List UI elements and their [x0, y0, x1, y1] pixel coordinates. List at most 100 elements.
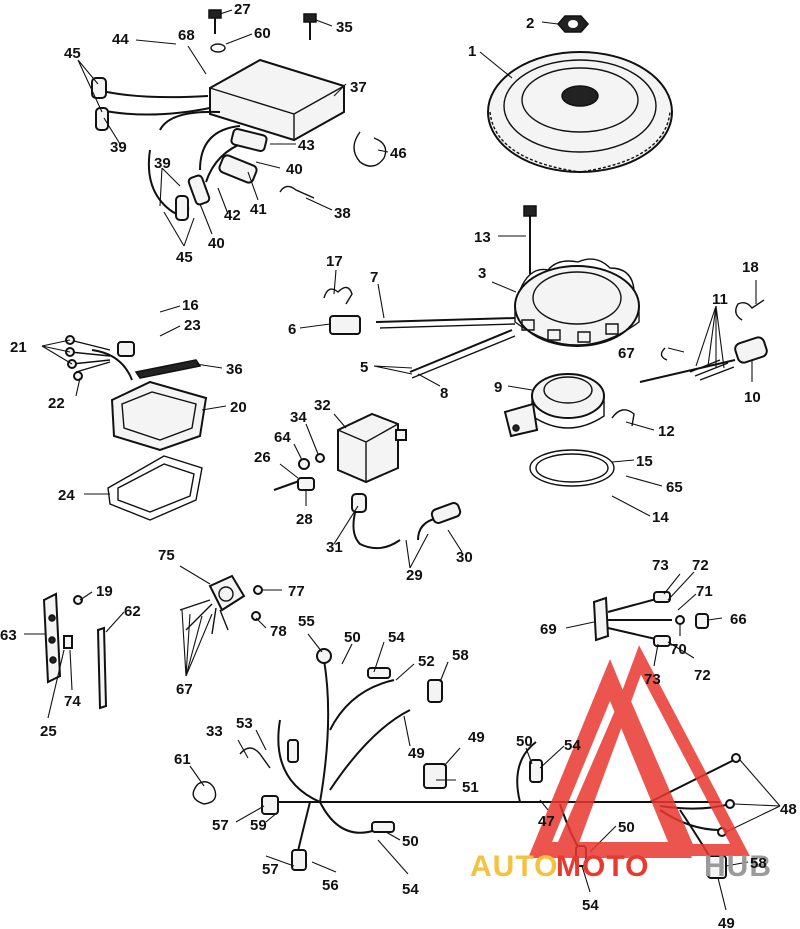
callout-44: 44: [112, 31, 129, 48]
stator: [514, 258, 640, 347]
callout-72a: 72: [692, 557, 709, 574]
callout-56: 56: [322, 877, 339, 894]
callout-14: 14: [652, 509, 669, 526]
callout-72b: 72: [694, 667, 711, 684]
coil-hardware: [273, 453, 325, 491]
callout-57b: 57: [262, 861, 279, 878]
callout-45a: 45: [64, 45, 81, 62]
callout-54b: 54: [564, 737, 581, 754]
callout-50a: 50: [344, 629, 361, 646]
ignition-leads: [91, 77, 268, 221]
callout-62: 62: [124, 603, 141, 620]
callout-46: 46: [390, 145, 407, 162]
callout-10: 10: [744, 389, 761, 406]
leader-lines: [24, 9, 781, 911]
callout-37: 37: [350, 79, 367, 96]
callout-31: 31: [326, 539, 343, 556]
callout-22: 22: [48, 395, 65, 412]
stator-bolt: [523, 205, 537, 274]
timer-base: [503, 373, 605, 438]
callout-63: 63: [0, 627, 17, 644]
watermark-auto: AUTO: [470, 850, 558, 883]
callout-54d: 54: [582, 897, 599, 914]
callout-39a: 39: [110, 139, 127, 156]
callout-50d: 50: [618, 819, 635, 836]
boots: [351, 493, 462, 550]
callout-16: 16: [182, 297, 199, 314]
callout-40a: 40: [286, 161, 303, 178]
callout-40b: 40: [208, 235, 225, 252]
callout-19: 19: [96, 583, 113, 600]
callout-5: 5: [360, 359, 368, 376]
regulator: [179, 574, 263, 635]
callout-38: 38: [334, 205, 351, 222]
callout-17: 17: [326, 253, 343, 270]
switch-box: [91, 349, 208, 452]
callout-47: 47: [538, 813, 555, 830]
callout-8: 8: [440, 385, 448, 402]
callout-7: 7: [370, 269, 378, 286]
watermark-logo: [528, 645, 750, 858]
callout-77: 77: [288, 583, 305, 600]
retaining-ring: [529, 449, 615, 487]
callout-69: 69: [540, 621, 557, 638]
power-pack: [209, 58, 345, 142]
callout-12: 12: [658, 423, 675, 440]
callout-70: 70: [670, 641, 687, 658]
connector-plug: [639, 336, 768, 383]
callout-9: 9: [494, 379, 502, 396]
callout-73a: 73: [652, 557, 669, 574]
callout-53: 53: [236, 715, 253, 732]
flywheel-nut: [557, 15, 589, 33]
watermark-moto: MOTO: [556, 850, 649, 883]
callout-66: 66: [730, 611, 747, 628]
callout-43: 43: [298, 137, 315, 154]
bracket-assembly: [42, 592, 108, 710]
callout-13: 13: [474, 229, 491, 246]
callout-23: 23: [184, 317, 201, 334]
cable-6-connector: [329, 315, 516, 379]
callout-49b: 49: [468, 729, 485, 746]
ignition-coil: [337, 412, 407, 484]
callout-45b: 45: [176, 249, 193, 266]
callout-11: 11: [712, 291, 728, 308]
callout-2: 2: [526, 15, 534, 32]
callout-26: 26: [254, 449, 271, 466]
callout-60: 60: [254, 25, 271, 42]
callout-42: 42: [224, 207, 241, 224]
flywheel: [487, 51, 673, 173]
rectifier: [592, 591, 709, 647]
callout-49c: 49: [718, 915, 735, 929]
callout-34: 34: [290, 409, 307, 426]
callout-65: 65: [666, 479, 683, 496]
callout-71: 71: [696, 583, 713, 600]
callout-73b: 73: [644, 671, 661, 688]
callout-49a: 49: [408, 745, 425, 762]
callout-15: 15: [636, 453, 653, 470]
callout-18: 18: [742, 259, 759, 276]
clips: [323, 286, 765, 427]
callout-78: 78: [270, 623, 287, 640]
callout-67a: 67: [618, 345, 635, 362]
callout-58a: 58: [452, 647, 469, 664]
callout-27: 27: [234, 1, 251, 18]
callout-39b: 39: [154, 155, 171, 172]
callout-55: 55: [298, 613, 315, 630]
callout-24: 24: [58, 487, 75, 504]
callout-54a: 54: [388, 629, 405, 646]
callout-52: 52: [418, 653, 435, 670]
callout-51: 51: [462, 779, 479, 796]
callout-30: 30: [456, 549, 473, 566]
callout-1: 1: [468, 43, 476, 60]
callout-54c: 54: [402, 881, 419, 898]
screws-top: [208, 9, 387, 199]
gasket: [107, 455, 203, 521]
connector-pins: [65, 335, 135, 381]
callout-67b: 67: [176, 681, 193, 698]
callout-50c: 50: [402, 833, 419, 850]
callout-48: 48: [780, 801, 797, 818]
callout-3: 3: [478, 265, 486, 282]
callout-61: 61: [174, 751, 191, 768]
